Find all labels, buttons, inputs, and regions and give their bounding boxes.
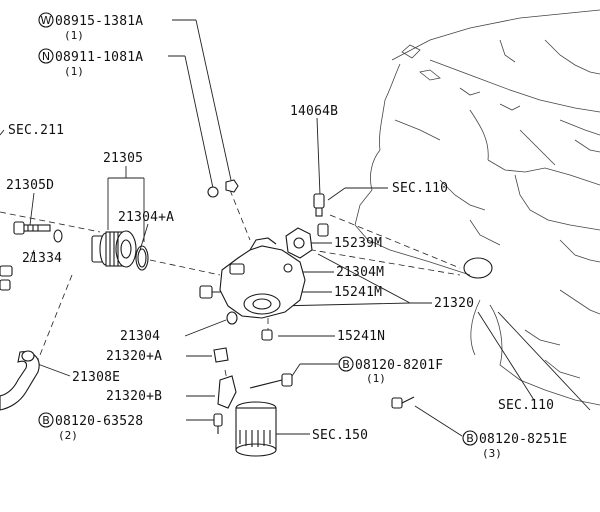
plug-15241m (199, 285, 213, 299)
o-ring-21304a (135, 245, 149, 271)
circled-marker-w: W (41, 14, 52, 27)
quantity-w: (1) (64, 29, 84, 42)
label-21305d: 21305D (6, 178, 54, 193)
label-21305: 21305 (103, 151, 143, 166)
oil-cooler-21305 (91, 230, 137, 268)
circled-marker-b: B (42, 414, 50, 427)
part-number-08120-8201f: 08120-8201F (355, 358, 443, 373)
oil-filter-sec150 (235, 401, 277, 457)
part-number-08120-63528: 08120-63528 (55, 414, 143, 429)
engine-boss (463, 257, 493, 279)
label-15241m: 15241M (334, 285, 382, 300)
part-number-08120-8251e: 08120-8251E (479, 432, 567, 447)
label-sec211: SEC.211 (8, 123, 64, 138)
part-number-08911-1081a: 08911-1081A (55, 50, 143, 65)
label-sec150: SEC.150 (312, 428, 368, 443)
assembly-dashed-lines (0, 189, 461, 396)
callout-b-63528: B 08120-63528 (2) (38, 412, 143, 442)
quantity-63528: (2) (58, 429, 78, 442)
label-21334: 21334 (22, 251, 62, 266)
bolt-21305d (13, 221, 51, 235)
label-sec110-bottom: SEC.110 (498, 398, 554, 413)
bolt-8201f (249, 373, 293, 389)
union-21334 (0, 265, 13, 291)
quantity-8251e: (3) (482, 447, 502, 460)
fitting-14064b (313, 193, 325, 217)
label-21320a: 21320+A (106, 349, 162, 364)
label-21304: 21304 (120, 329, 160, 344)
label-21308e: 21308E (72, 370, 120, 385)
quantity-n: (1) (64, 65, 84, 78)
filter-bracket-21320 (219, 237, 306, 319)
bracket-21320b (217, 375, 237, 409)
circled-marker-b: B (466, 432, 474, 445)
label-21304m: 21304M (336, 265, 384, 280)
plug-15241n (261, 329, 273, 341)
bolt-8251e (391, 396, 415, 409)
bolt-w-part (225, 179, 239, 193)
callout-b-8201f: B 08120-8201F (1) (338, 356, 443, 385)
circled-marker-b: B (342, 358, 350, 371)
bracket-21320a (213, 347, 229, 363)
label-21320b: 21320+B (106, 389, 162, 404)
bolt-63528 (213, 413, 223, 434)
gasket-15239m (285, 227, 313, 259)
callout-w-bolt: W 08915-1381A (1) (38, 12, 143, 42)
washer-21304 (226, 311, 238, 325)
callout-b-8251e: B 08120-8251E (3) (462, 430, 567, 460)
hose-21308e (0, 350, 40, 411)
quantity-8201f: (1) (366, 372, 386, 385)
label-21320: 21320 (434, 296, 474, 311)
label-14064b: 14064B (290, 104, 338, 119)
callout-n-nut: N 08911-1081A (1) (38, 48, 143, 78)
label-sec110-top: SEC.110 (392, 181, 448, 196)
part-number-08915-1381a: 08915-1381A (55, 14, 143, 29)
label-15239m: 15239M (334, 236, 382, 251)
engine-block-outline (354, 9, 600, 406)
fitting-sec110-top (317, 223, 329, 237)
nut-n-part (207, 186, 219, 198)
circled-marker-n: N (42, 50, 50, 63)
label-15241n: 15241N (337, 329, 385, 344)
ring-seal (53, 229, 63, 243)
label-21304a: 21304+A (118, 210, 174, 225)
